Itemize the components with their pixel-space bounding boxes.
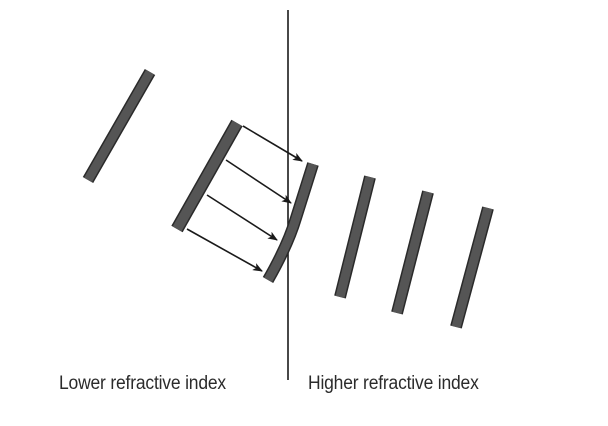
wavefront-crossing-fill [264, 162, 318, 283]
ray-arrow-4 [186, 228, 263, 272]
wavefront-right-3-fill [451, 206, 493, 329]
wavefront-left-2-fill [172, 120, 242, 232]
lower-refractive-index-label: Lower refractive index [59, 373, 226, 394]
ray-arrow-1 [242, 125, 303, 162]
ray-arrow-3 [206, 194, 278, 241]
wavefront-right-1-fill [335, 175, 375, 299]
wavefront-right-2-fill [392, 190, 433, 315]
wavefront-left-1-fill [84, 69, 154, 183]
ray-arrow-2 [225, 159, 292, 204]
higher-refractive-index-label: Higher refractive index [308, 373, 479, 394]
